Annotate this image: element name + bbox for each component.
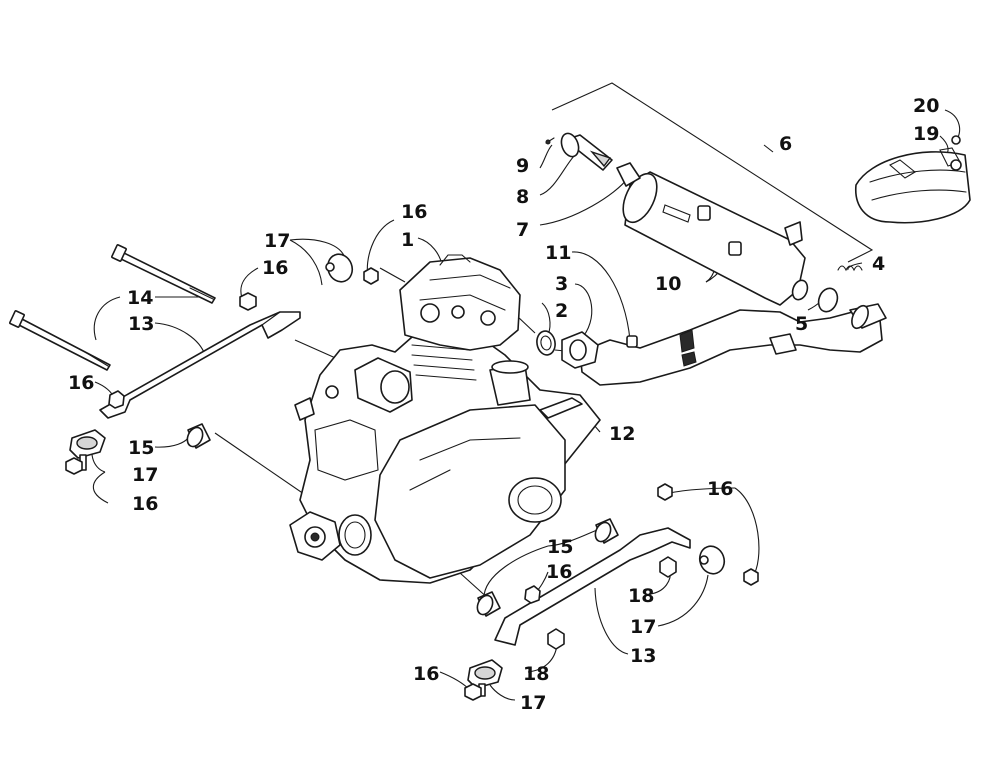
callout-1: 1 bbox=[401, 229, 414, 251]
callout-12: 12 bbox=[609, 423, 635, 445]
callout-16-left-upper: 16 bbox=[262, 257, 288, 279]
callout-17-right: 17 bbox=[630, 616, 656, 638]
callout-14: 14 bbox=[127, 287, 153, 309]
callout-16-right-upper: 16 bbox=[707, 478, 733, 500]
callout-5: 5 bbox=[795, 313, 808, 335]
callout-13-right: 13 bbox=[630, 645, 656, 667]
callout-17-bottom: 17 bbox=[520, 692, 546, 714]
callout-16-top: 16 bbox=[401, 201, 427, 223]
callout-7: 7 bbox=[516, 219, 529, 241]
exhaust-assembly bbox=[536, 132, 971, 386]
callout-16-left-small: 16 bbox=[68, 372, 94, 394]
callout-20: 20 bbox=[913, 95, 939, 117]
callout-4: 4 bbox=[872, 253, 885, 275]
callout-9: 9 bbox=[516, 155, 529, 177]
callout-17-upper: 17 bbox=[264, 230, 290, 252]
callout-17-left: 17 bbox=[132, 464, 158, 486]
right-mount-hardware bbox=[464, 483, 759, 701]
callout-16-right-middle: 16 bbox=[546, 561, 572, 583]
callout-10: 10 bbox=[655, 273, 681, 295]
engine-assembly bbox=[289, 254, 601, 584]
callout-2: 2 bbox=[555, 300, 568, 322]
callout-6: 6 bbox=[779, 133, 792, 155]
callout-16-left-lower: 16 bbox=[132, 493, 158, 515]
callout-15-left: 15 bbox=[128, 437, 154, 459]
callout-3: 3 bbox=[555, 273, 568, 295]
callout-18-upper: 18 bbox=[628, 585, 654, 607]
callout-19: 19 bbox=[913, 123, 939, 145]
callout-18-lower: 18 bbox=[523, 663, 549, 685]
callout-8: 8 bbox=[516, 186, 529, 208]
callout-labels: 1 2 3 4 5 6 7 8 9 10 11 12 13 13 14 15 1… bbox=[68, 95, 939, 714]
callout-16-bottom: 16 bbox=[413, 663, 439, 685]
left-mount-hardware bbox=[9, 244, 379, 475]
callout-11: 11 bbox=[545, 242, 571, 264]
callout-13-left: 13 bbox=[128, 313, 154, 335]
callout-15-right: 15 bbox=[547, 536, 573, 558]
